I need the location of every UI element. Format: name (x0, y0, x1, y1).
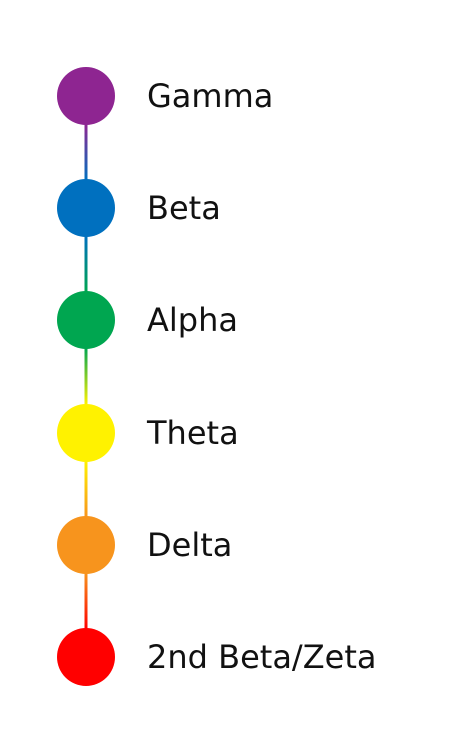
connector-line-2 (84, 348, 88, 405)
zeta-dot (57, 628, 115, 686)
beta-label: Beta (147, 189, 221, 227)
connector-line-4 (84, 573, 88, 629)
connector-line-3 (84, 461, 88, 517)
theta-label: Theta (147, 414, 239, 452)
beta-dot (57, 179, 115, 237)
connector-line-0 (84, 124, 88, 180)
delta-label: Delta (147, 526, 233, 564)
zeta-label: 2nd Beta/Zeta (147, 638, 377, 676)
theta-dot (57, 404, 115, 462)
alpha-dot (57, 291, 115, 349)
gamma-dot (57, 67, 115, 125)
alpha-label: Alpha (147, 301, 238, 339)
delta-dot (57, 516, 115, 574)
connector-line-1 (84, 236, 88, 292)
gamma-label: Gamma (147, 77, 274, 115)
